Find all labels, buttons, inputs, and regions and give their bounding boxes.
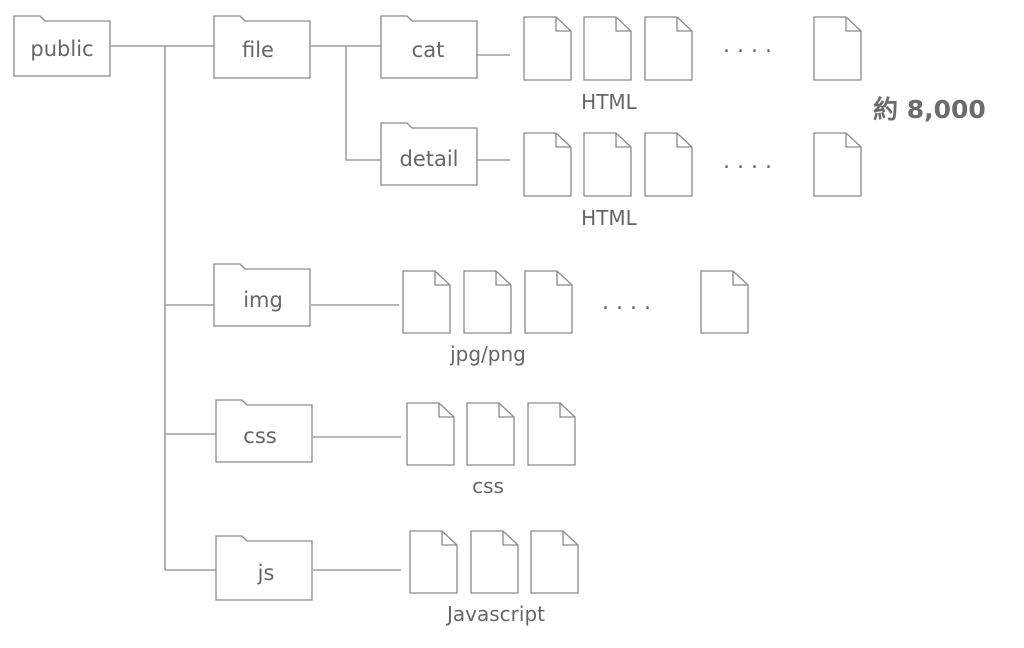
- folder-file[interactable]: file: [213, 15, 311, 79]
- document-icon[interactable]: [813, 16, 862, 81]
- folder-icon: [213, 263, 311, 327]
- document-icon[interactable]: [409, 530, 458, 594]
- caption-js-files: Javascript: [445, 602, 545, 626]
- document-icon[interactable]: [406, 402, 455, 466]
- caption-css-files: css: [472, 474, 504, 498]
- folder-css[interactable]: css: [215, 399, 313, 463]
- document-icon[interactable]: [402, 270, 451, 334]
- document-icon[interactable]: [644, 132, 693, 197]
- document-icon[interactable]: [466, 402, 515, 466]
- document-icon[interactable]: [644, 16, 693, 81]
- folder-img[interactable]: img: [213, 263, 311, 327]
- folder-label-js: js: [257, 561, 275, 585]
- folder-label-cat: cat: [412, 38, 445, 62]
- document-icon[interactable]: [813, 132, 862, 197]
- folder-cat[interactable]: cat: [380, 15, 478, 79]
- file-group-js: Javascript: [409, 530, 579, 626]
- folder-label-img: img: [243, 288, 283, 312]
- ellipsis: ....: [723, 33, 779, 58]
- document-icon[interactable]: [524, 270, 573, 334]
- file-group-img: .... jpg/png: [402, 270, 749, 366]
- document-icon[interactable]: [463, 270, 512, 334]
- document-icon[interactable]: [530, 530, 579, 594]
- caption-detail-files: HTML: [581, 206, 638, 230]
- folder-icon: [215, 399, 313, 463]
- file-group-css: css: [406, 402, 576, 498]
- document-icon[interactable]: [523, 16, 572, 81]
- caption-img-files: jpg/png: [449, 342, 526, 366]
- document-icon[interactable]: [527, 402, 576, 466]
- document-icon[interactable]: [583, 132, 632, 197]
- document-icon[interactable]: [523, 132, 572, 197]
- folder-label-css: css: [243, 424, 276, 448]
- folder-icon: [380, 122, 478, 186]
- total-count-label: 約 8,000: [873, 95, 986, 124]
- trunk-file: [345, 46, 382, 161]
- folder-js[interactable]: js: [215, 535, 313, 601]
- caption-cat-files: HTML: [581, 90, 638, 114]
- folder-label-file: file: [242, 38, 274, 62]
- folder-detail[interactable]: detail: [380, 122, 478, 186]
- folder-label-public: public: [30, 37, 93, 61]
- ellipsis: ....: [723, 149, 779, 174]
- folder-icon: [380, 15, 478, 79]
- tree-connectors: [110, 45, 510, 571]
- folder-icon: [13, 15, 111, 77]
- file-group-detail: .... HTML: [523, 132, 862, 230]
- document-icon[interactable]: [470, 530, 519, 594]
- folder-public[interactable]: public: [13, 15, 111, 77]
- document-icon[interactable]: [700, 270, 749, 334]
- folder-label-detail: detail: [399, 147, 458, 171]
- file-group-cat: .... HTML: [523, 16, 862, 114]
- folder-icon: [215, 535, 313, 601]
- folder-icon: [213, 15, 311, 79]
- document-icon[interactable]: [583, 16, 632, 81]
- ellipsis: ....: [602, 290, 658, 315]
